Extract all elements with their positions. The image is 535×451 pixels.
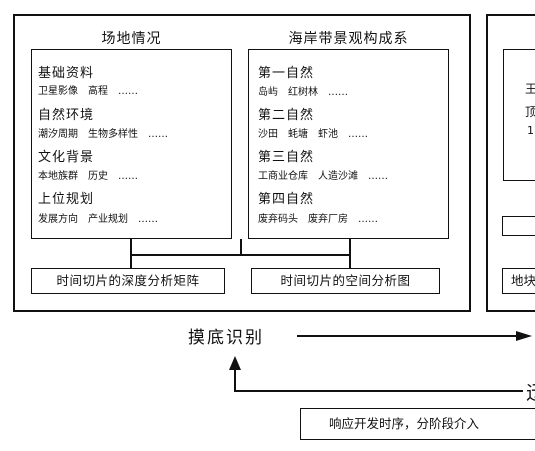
identify-arrow-head-icon: [516, 331, 532, 341]
coastal-landscape-box: [248, 49, 449, 239]
spatial-analysis-box: 时间切片的空间分析图: [251, 268, 440, 294]
return-glyph: 迂: [526, 378, 535, 405]
connector-right-stem: [349, 239, 351, 255]
coast-category-fourth: 第四自然: [258, 192, 315, 207]
right-glyph-1: 王: [525, 82, 535, 96]
depth-analysis-matrix-label: 时间切片的深度分析矩阵: [56, 273, 200, 288]
coast-items-third: 工商业仓库人造沙滩……: [258, 171, 388, 182]
connector-left-stem: [130, 239, 132, 255]
site-items-planning: 发展方向产业规划……: [38, 214, 158, 225]
site-category-nature: 自然环境: [38, 108, 95, 123]
site-category-culture: 文化背景: [38, 150, 95, 165]
right-small-box: [502, 216, 535, 236]
depth-analysis-matrix-box: 时间切片的深度分析矩阵: [31, 268, 225, 294]
right-panel: [486, 14, 535, 312]
connector-drop-left: [130, 254, 132, 268]
left-panel: [13, 14, 471, 312]
site-situation-title: 场地情况: [101, 31, 162, 47]
site-items-nature: 潮汐周期生物多样性……: [38, 129, 168, 140]
site-items-basic: 卫星影像高程……: [38, 86, 138, 97]
right-bottom-box: 地块: [502, 268, 535, 294]
response-box: 响应开发时序，分阶段介入: [300, 408, 535, 440]
spatial-analysis-label: 时间切片的空间分析图: [280, 273, 411, 288]
coast-category-first: 第一自然: [258, 66, 315, 81]
coast-items-fourth: 废弃码头废弃厂房……: [258, 214, 378, 225]
response-label: 响应开发时序，分阶段介入: [329, 416, 480, 431]
identify-label: 摸底识别: [188, 328, 264, 348]
coast-category-third: 第三自然: [258, 150, 315, 165]
connector-drop-right: [349, 254, 351, 268]
site-items-culture: 本地族群历史……: [38, 171, 138, 182]
identify-arrow-line: [297, 335, 522, 337]
coast-items-first: 岛屿红树林……: [258, 87, 348, 98]
connector-center-stem: [240, 239, 242, 255]
site-category-basic: 基础资料: [38, 66, 95, 81]
right-bottom-label: 地块: [511, 273, 535, 288]
right-glyph-2: 顶: [525, 105, 535, 119]
site-situation-box: [31, 49, 232, 239]
return-arrow-head-icon: [229, 356, 241, 370]
coast-category-second: 第二自然: [258, 108, 315, 123]
right-glyph-3: 1: [527, 124, 534, 137]
coastal-landscape-title: 海岸带景观构成系: [288, 31, 409, 47]
site-category-planning: 上位规划: [38, 192, 95, 207]
return-arrow-vertical: [234, 368, 236, 392]
return-arrow-horizontal: [234, 390, 523, 392]
coast-items-second: 沙田蚝塘虾池……: [258, 129, 368, 140]
right-inner-box: [503, 49, 535, 181]
